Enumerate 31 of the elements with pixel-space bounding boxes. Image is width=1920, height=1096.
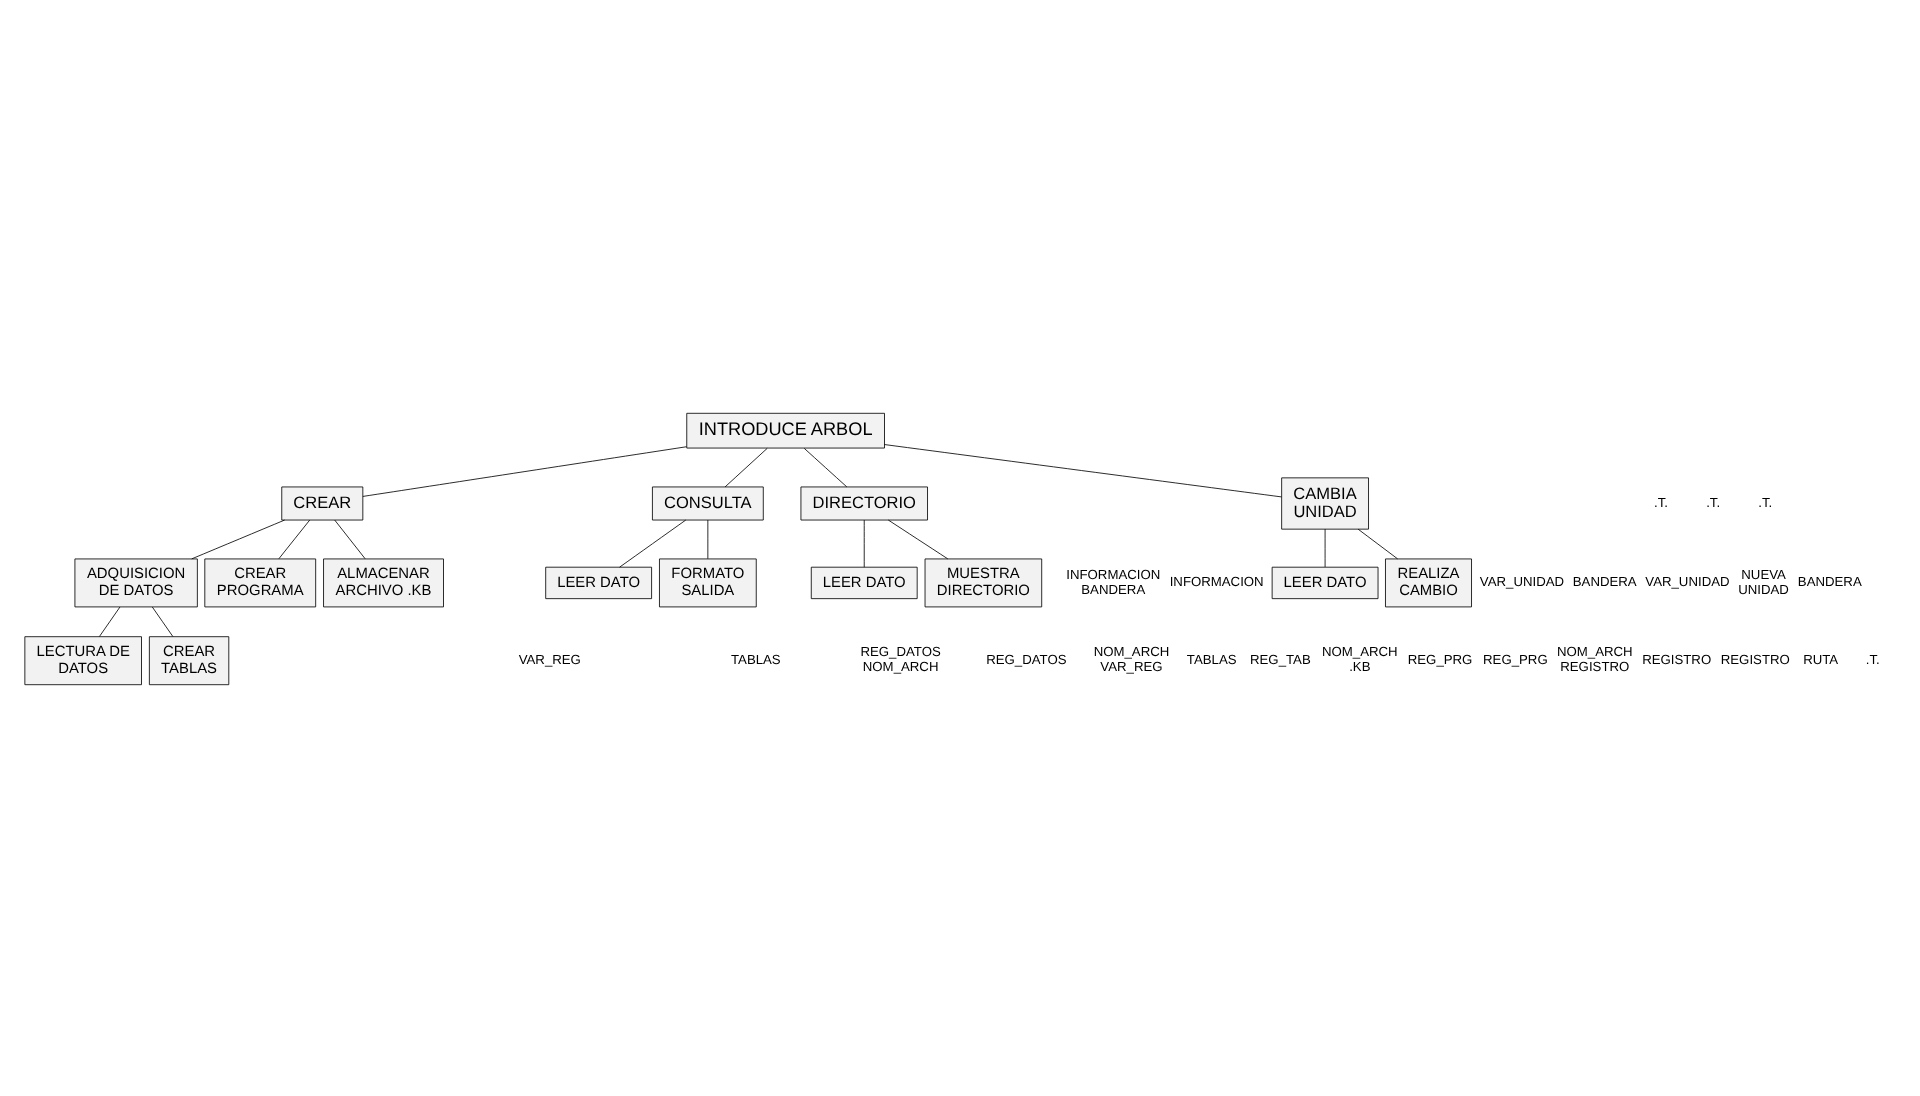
node-box: CONSULTA (652, 485, 764, 520)
node-box: ALMACENAR ARCHIVO .KB (323, 557, 444, 607)
connector (619, 518, 687, 567)
node-box: FORMATO SALIDA (659, 557, 757, 607)
connector (278, 518, 311, 559)
node-box: ADQUISICION DE DATOS (74, 557, 198, 607)
connector (887, 518, 949, 559)
connector (1357, 527, 1398, 559)
connector (884, 443, 1282, 497)
connector (362, 445, 687, 496)
node-box: MUESTRA DIRECTORIO (924, 557, 1043, 607)
node-box: CAMBIA UNIDAD (1281, 476, 1369, 529)
connector (191, 518, 286, 559)
node-box: LECTURA DE DATOS (24, 635, 142, 685)
node-box: CREAR PROGRAMA (204, 557, 317, 607)
node-box: DIRECTORIO (800, 485, 928, 520)
node-box: INTRODUCE ARBOL (686, 411, 885, 448)
node-box: CREAR TABLAS (148, 635, 230, 685)
connector (99, 605, 121, 636)
connector (1324, 527, 1326, 567)
connector (334, 518, 366, 559)
node-box: LEER DATO (810, 565, 918, 599)
connector (863, 518, 865, 567)
connector (707, 518, 709, 559)
node-box: CREAR (281, 485, 364, 520)
connector (724, 446, 768, 487)
node-box: LEER DATO (1271, 565, 1379, 599)
node-box: REALIZA CAMBIO (1385, 557, 1472, 607)
node-box: LEER DATO (545, 565, 652, 599)
connector (151, 605, 174, 636)
connector (803, 446, 848, 487)
